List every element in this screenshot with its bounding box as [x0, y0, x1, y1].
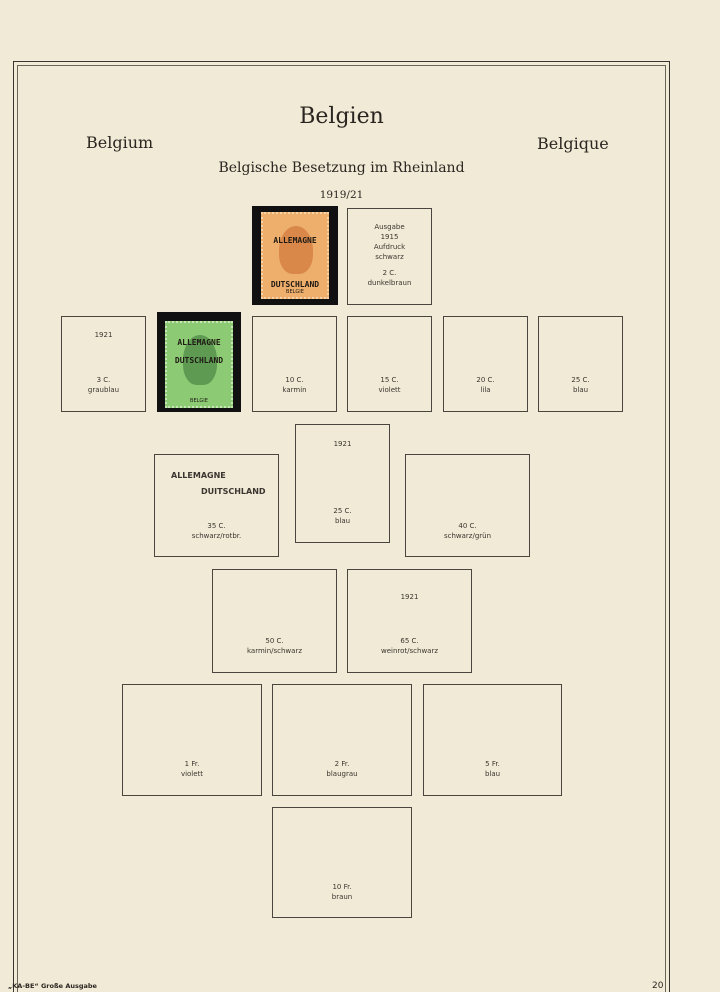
stamp-space-20c[interactable]: 20 C. lila	[443, 316, 528, 412]
page-title: Belgien	[299, 104, 384, 129]
issue-line: 1915	[380, 233, 399, 241]
stamp-value: 1 Fr.	[184, 760, 200, 768]
stamp-value: 2 C.	[382, 269, 397, 277]
stamp-value: 5 Fr.	[485, 760, 500, 768]
stamp-space-65c[interactable]: 1921 65 C. weinrot/schwarz	[347, 569, 472, 673]
stamp-space-1fr[interactable]: 1 Fr. violett	[122, 684, 262, 796]
stamp-value: 25 C.	[571, 376, 590, 384]
stamp-caption: BELGIE	[286, 289, 304, 295]
stamp-space-50c[interactable]: 50 C. karmin/schwarz	[212, 569, 337, 673]
overprint-line-2: DUTSCHLAND	[270, 280, 320, 289]
stamp-value: 40 C.	[458, 522, 477, 530]
stamp-space-10c[interactable]: 10 C. karmin	[252, 316, 337, 412]
stamp-color: dunkelbraun	[367, 279, 412, 287]
stamp-space-35c[interactable]: ALLEMAGNE DUITSCHLAND 35 C. schwarz/rotb…	[154, 454, 279, 557]
stamp-space-2fr[interactable]: 2 Fr. blaugrau	[272, 684, 412, 796]
stamp-value: 35 C.	[207, 522, 226, 530]
stamp-space-25c[interactable]: 25 C. blau	[538, 316, 623, 412]
stamp-space-10fr[interactable]: 10 Fr. braun	[272, 807, 412, 918]
issue-line: Ausgabe	[374, 223, 405, 231]
stamp-value: 2 Fr.	[334, 760, 350, 768]
stamp-value: 25 C.	[333, 507, 352, 515]
stamp-mount-1: ALLEMAGNE DUTSCHLAND BELGIE	[252, 206, 338, 305]
stamp-year: 1921	[333, 440, 352, 448]
page-border	[13, 61, 670, 992]
stamp-color: blau	[572, 386, 589, 394]
stamp-color: weinrot/schwarz	[380, 647, 439, 655]
issue-line: Aufdruck	[373, 243, 406, 251]
stamp-color: blau	[334, 517, 351, 525]
overprint-line-1: ALLEMAGNE	[273, 236, 317, 245]
stamp-color: graublau	[87, 386, 120, 394]
stamp-value: 50 C.	[265, 637, 284, 645]
stamp-color: violett	[378, 386, 401, 394]
heading-english: Belgium	[86, 133, 154, 152]
overprint-line-2: DUTSCHLAND	[174, 356, 224, 365]
stamp-space-40c[interactable]: 40 C. schwarz/grün	[405, 454, 530, 557]
stamp-value: 20 C.	[476, 376, 495, 384]
heading-french: Belgique	[537, 134, 609, 153]
stamp-orange[interactable]: ALLEMAGNE DUTSCHLAND BELGIE	[261, 212, 329, 299]
stamp-year: 1921	[94, 331, 113, 339]
overprint-line-1: ALLEMAGNE	[171, 471, 226, 480]
stamp-value: 10 C.	[285, 376, 304, 384]
king-portrait	[279, 226, 313, 274]
stamp-caption: BELGIE	[190, 398, 208, 404]
stamp-value: 65 C.	[400, 637, 419, 645]
stamp-color: blau	[484, 770, 501, 778]
stamp-color: schwarz/grün	[443, 532, 492, 540]
page-number: 20	[652, 981, 664, 991]
stamp-year: 1921	[400, 593, 419, 601]
page-subtitle: Belgische Besetzung im Rheinland	[218, 160, 465, 176]
stamp-value: 10 Fr.	[332, 883, 352, 891]
king-portrait	[183, 335, 217, 385]
stamp-green[interactable]: ALLEMAGNE DUTSCHLAND BELGIE	[165, 321, 233, 408]
stamp-color: karmin	[282, 386, 307, 394]
stamp-space-3c[interactable]: 1921 3 C. graublau	[61, 316, 146, 412]
issue-line: schwarz	[375, 253, 404, 261]
stamp-mount-2: ALLEMAGNE DUTSCHLAND BELGIE	[157, 312, 241, 412]
overprint-line-2: DUITSCHLAND	[201, 487, 266, 496]
stamp-value: 3 C.	[96, 376, 111, 384]
stamp-color: blaugrau	[326, 770, 358, 778]
stamp-color: lila	[480, 386, 491, 394]
stamp-color: braun	[331, 893, 353, 901]
stamp-space-25c-1921[interactable]: 1921 25 C. blau	[295, 424, 390, 543]
publisher-footer: „KA-BE“ Große Ausgabe	[8, 982, 97, 990]
stamp-color: violett	[180, 770, 204, 778]
stamp-color: karmin/schwarz	[246, 647, 303, 655]
page-border-inner	[17, 65, 666, 992]
stamp-color: schwarz/rotbr.	[191, 532, 242, 540]
stamp-space-2c[interactable]: Ausgabe 1915 Aufdruck schwarz 2 C. dunke…	[347, 208, 432, 305]
stamp-space-15c[interactable]: 15 C. violett	[347, 316, 432, 412]
issue-years: 1919/21	[319, 189, 364, 201]
stamp-value: 15 C.	[380, 376, 399, 384]
overprint-line-1: ALLEMAGNE	[177, 338, 221, 347]
stamp-space-5fr[interactable]: 5 Fr. blau	[423, 684, 562, 796]
